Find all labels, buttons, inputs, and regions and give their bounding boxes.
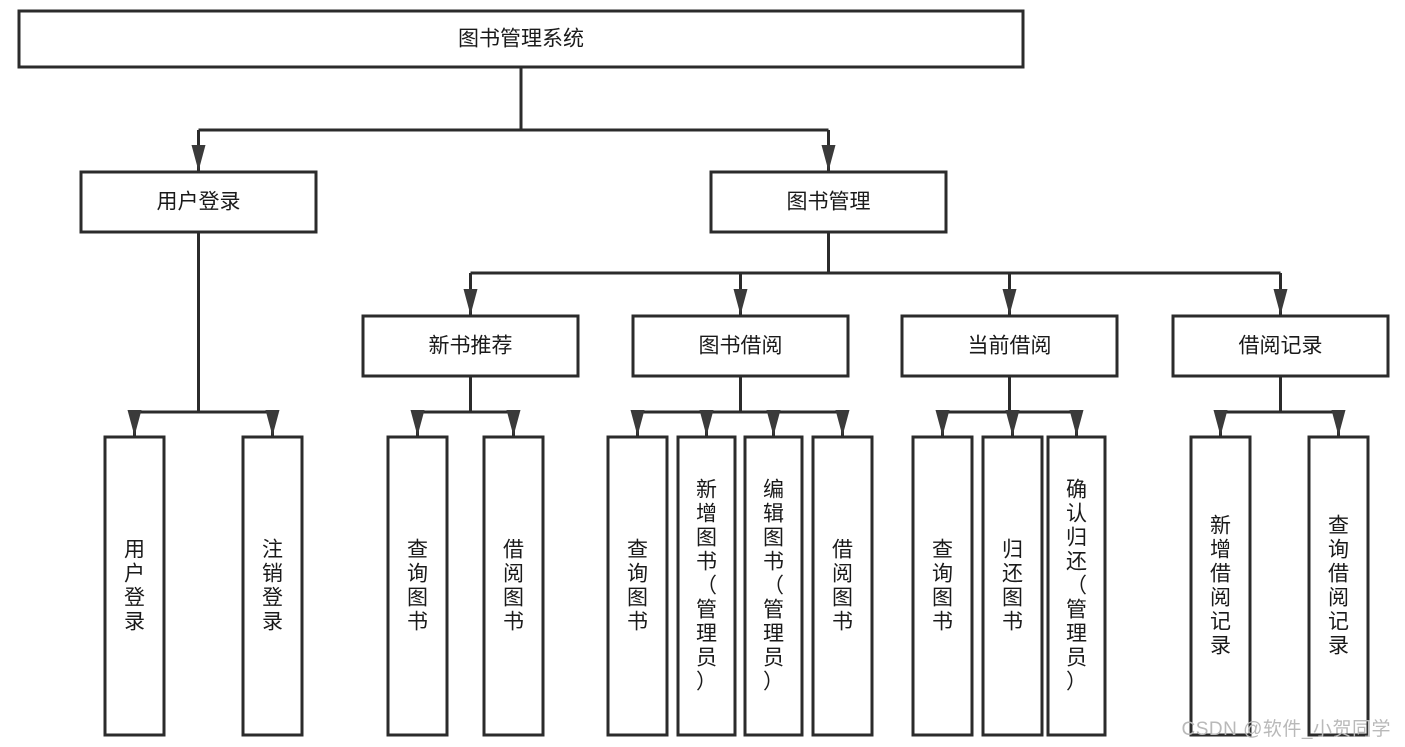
node-level3-1[interactable]: 图书借阅 — [631, 314, 850, 378]
node-level3-2[interactable]: 当前借阅 — [900, 314, 1119, 378]
node-label: 查询图书 — [407, 539, 428, 634]
node-leaf-3[interactable]: 借阅图书 — [482, 435, 545, 737]
node-root[interactable]: 图书管理系统 — [17, 9, 1025, 69]
node-label: 新增借阅记录 — [1210, 515, 1231, 658]
node-label: 图书管理 — [787, 191, 871, 214]
node-label: 查询借阅记录 — [1328, 515, 1349, 658]
node-leaf-8[interactable]: 查询图书 — [911, 435, 974, 737]
node-layer: 图书管理系统用户登录图书管理新书推荐图书借阅当前借阅借阅记录用户登录注销登录查询… — [17, 9, 1390, 737]
node-level2-0[interactable]: 用户登录 — [79, 170, 318, 234]
node-leaf-4[interactable]: 查询图书 — [606, 435, 669, 737]
node-label: 归还图书 — [1002, 539, 1023, 634]
node-label: 新书推荐 — [429, 335, 513, 358]
node-leaf-9[interactable]: 归还图书 — [981, 435, 1044, 737]
node-leaf-1[interactable]: 注销登录 — [241, 435, 304, 737]
connector-layer — [127, 67, 1346, 436]
node-label: 查询图书 — [932, 539, 953, 634]
node-label: 当前借阅 — [968, 335, 1052, 358]
node-leaf-5[interactable]: 新增图书（管理员） — [676, 435, 737, 737]
node-label: 用户登录 — [124, 539, 145, 634]
node-level3-0[interactable]: 新书推荐 — [361, 314, 580, 378]
watermark: CSDN @软件_小贺同学 — [1181, 719, 1391, 740]
node-leaf-6[interactable]: 编辑图书（管理员） — [743, 435, 804, 737]
node-label: 确认归还（管理员） — [1066, 479, 1087, 694]
node-leaf-2[interactable]: 查询图书 — [386, 435, 449, 737]
node-leaf-7[interactable]: 借阅图书 — [811, 435, 874, 737]
node-leaf-10[interactable]: 确认归还（管理员） — [1046, 435, 1107, 737]
node-label: 注销登录 — [262, 539, 283, 634]
node-level2-1[interactable]: 图书管理 — [709, 170, 948, 234]
node-label: 图书管理系统 — [458, 28, 584, 51]
node-label: 用户登录 — [157, 191, 241, 214]
node-label: 借阅图书 — [503, 539, 524, 634]
node-label: 编辑图书（管理员） — [763, 479, 784, 694]
node-label: 查询图书 — [627, 539, 648, 634]
node-label: 借阅记录 — [1239, 335, 1323, 358]
node-leaf-11[interactable]: 新增借阅记录 — [1189, 435, 1252, 737]
node-leaf-12[interactable]: 查询借阅记录 — [1307, 435, 1370, 737]
node-label: 图书借阅 — [699, 335, 783, 358]
node-label: 新增图书（管理员） — [696, 479, 717, 694]
node-leaf-0[interactable]: 用户登录 — [103, 435, 166, 737]
node-level3-3[interactable]: 借阅记录 — [1171, 314, 1390, 378]
node-label: 借阅图书 — [832, 539, 853, 634]
